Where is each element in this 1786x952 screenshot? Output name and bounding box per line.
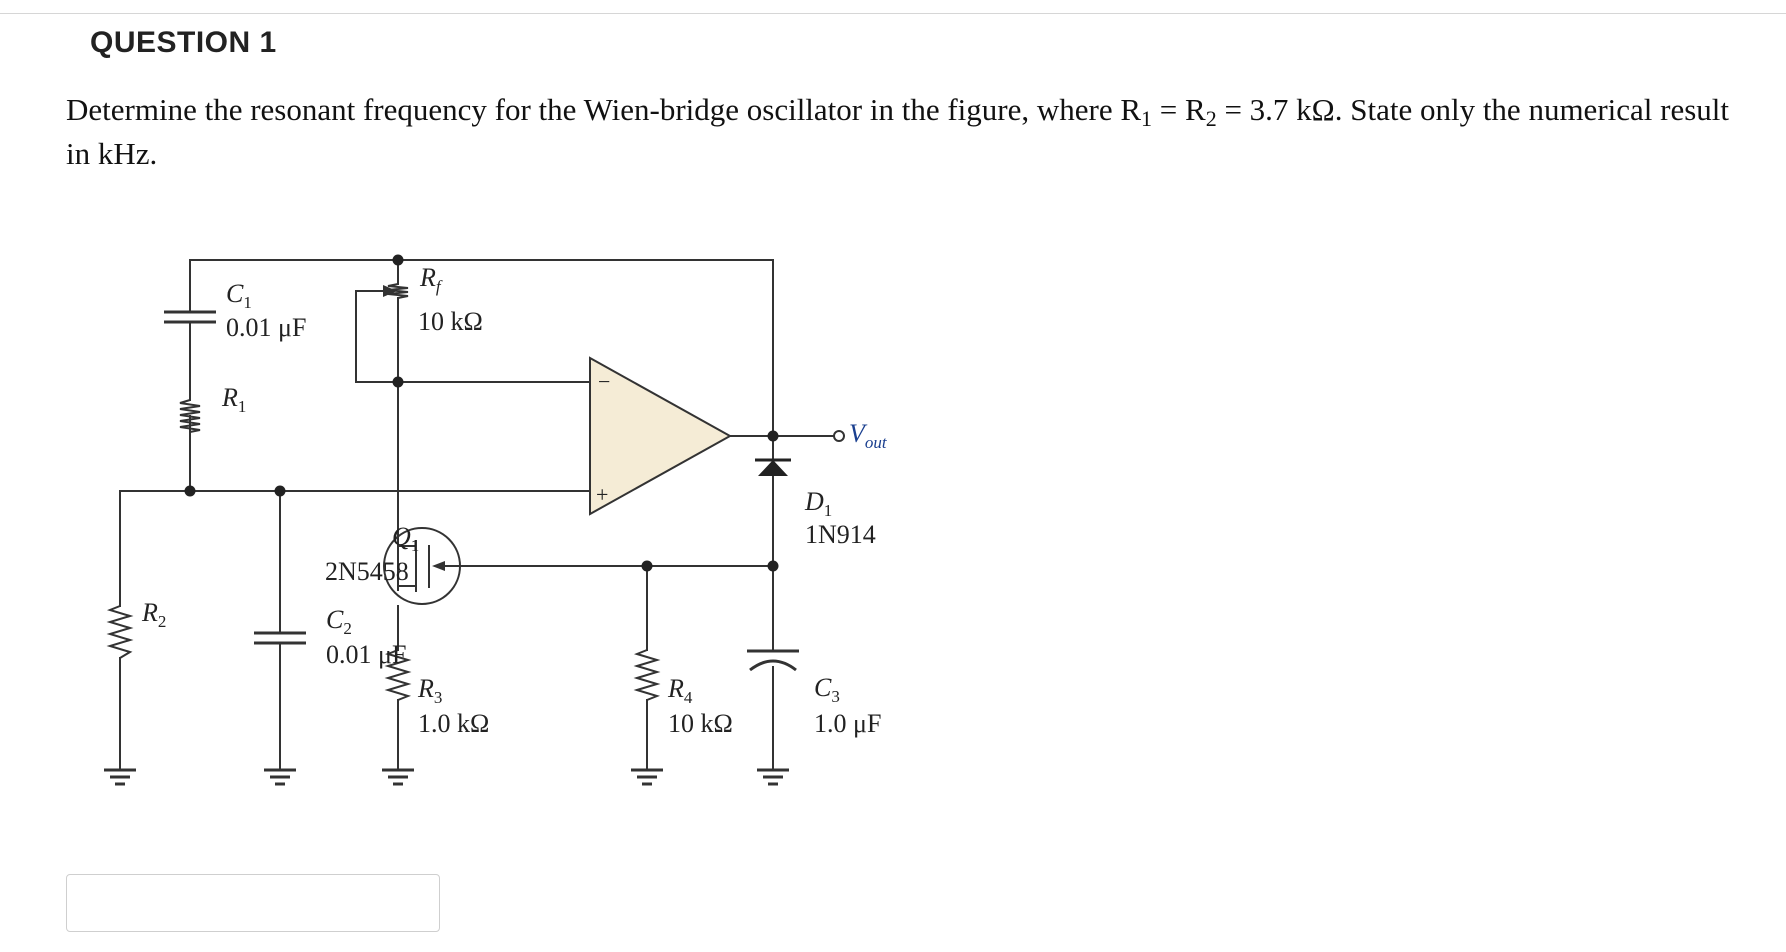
ground-r4 bbox=[631, 768, 663, 786]
q1-part: 2N5458 bbox=[325, 557, 409, 586]
junction-top-rf bbox=[392, 254, 404, 266]
question-title: QUESTION 1 bbox=[90, 26, 277, 59]
rf-label: Rf bbox=[419, 263, 443, 296]
rf-value: 10 kΩ bbox=[418, 307, 483, 336]
q1-label: Q1 bbox=[392, 522, 419, 555]
question-text: Determine the resonant frequency for the… bbox=[66, 92, 1730, 171]
c3-plate-curved bbox=[749, 659, 797, 672]
vout-terminal bbox=[833, 430, 845, 442]
r3-label: R3 bbox=[417, 674, 442, 707]
r1-zigzag bbox=[179, 399, 201, 433]
rf-wiper-arrow bbox=[383, 285, 397, 297]
r2-label: R2 bbox=[141, 598, 166, 631]
r4-label: R4 bbox=[667, 674, 693, 707]
r1-label: R1 bbox=[221, 383, 246, 416]
opamp-triangle bbox=[589, 356, 733, 516]
junction-plus-r1 bbox=[184, 485, 196, 497]
top-divider bbox=[0, 13, 1786, 14]
c2-value: 0.01 μF bbox=[326, 640, 406, 669]
d1-label: D1 bbox=[804, 487, 832, 520]
c1-value: 0.01 μF bbox=[226, 313, 306, 342]
r3-zigzag bbox=[384, 649, 412, 701]
r2-zigzag bbox=[106, 605, 134, 659]
c1-label: C1 bbox=[226, 279, 252, 312]
ground-r3 bbox=[382, 768, 414, 786]
vout-label: Vout bbox=[849, 419, 888, 452]
ground-c3 bbox=[757, 768, 789, 786]
junction-gate-d1 bbox=[767, 560, 779, 572]
ground-r2 bbox=[104, 768, 136, 786]
junction-plus-c2 bbox=[274, 485, 286, 497]
r4-value: 10 kΩ bbox=[668, 709, 733, 738]
r4-zigzag bbox=[633, 649, 661, 701]
rf-zigzag bbox=[387, 283, 409, 299]
q1-gate-arrow bbox=[432, 561, 445, 571]
opamp-minus-sign: − bbox=[598, 369, 610, 394]
opamp-plus-sign: + bbox=[596, 482, 608, 507]
d1-triangle bbox=[758, 460, 788, 476]
d1-part: 1N914 bbox=[805, 520, 876, 549]
q1-circle bbox=[383, 527, 461, 605]
junction-rf-minus bbox=[392, 376, 404, 388]
wire-top bbox=[189, 259, 774, 391]
c3-label: C3 bbox=[814, 673, 840, 706]
c3-value: 1.0 μF bbox=[814, 709, 881, 738]
wien-bridge-circuit-diagram: − + C1 0.01 μF R1 R2 Rf 10 kΩ Q1 2N5458 … bbox=[104, 254, 888, 786]
junction-gate-r4 bbox=[641, 560, 653, 572]
ground-c2 bbox=[264, 768, 296, 786]
wire-rf-wiper bbox=[355, 290, 399, 383]
c2-label: C2 bbox=[326, 605, 352, 638]
junction-output bbox=[767, 430, 779, 442]
answer-input[interactable] bbox=[66, 874, 440, 932]
r3-value: 1.0 kΩ bbox=[418, 709, 489, 738]
